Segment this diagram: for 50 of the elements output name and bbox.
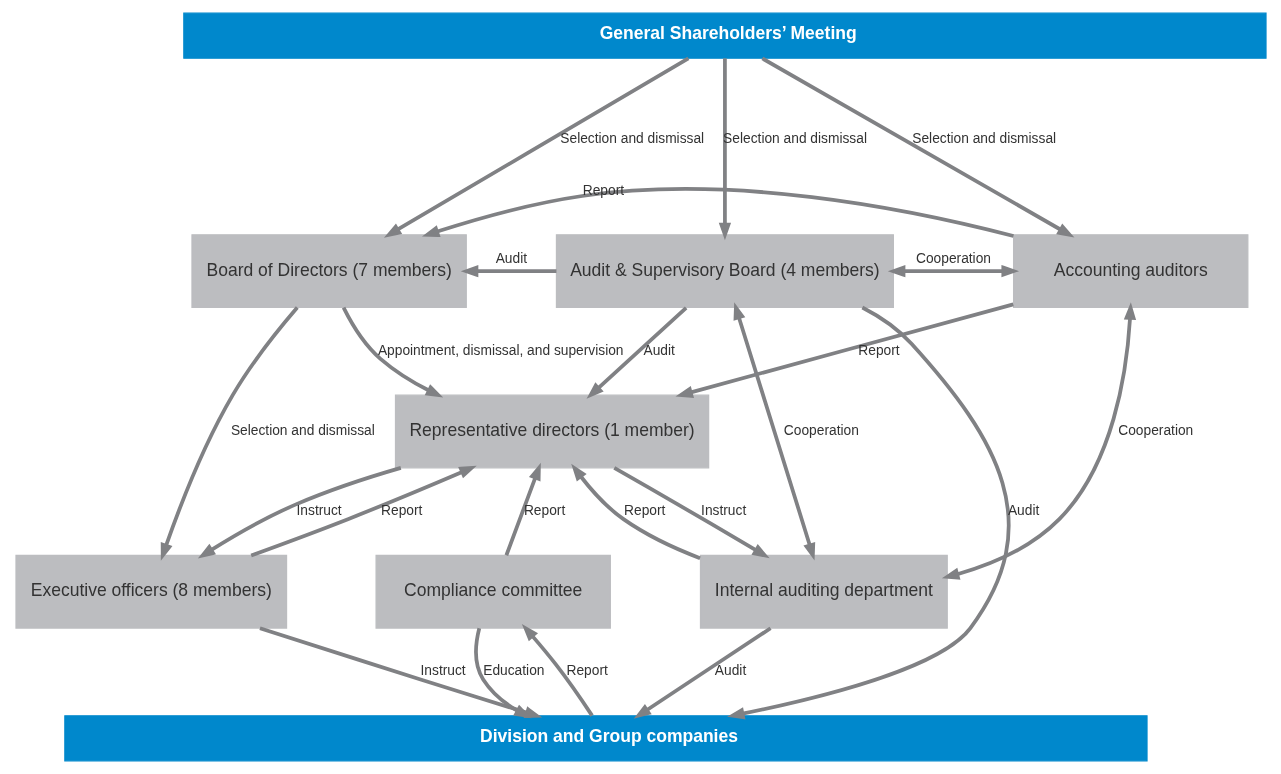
arrow — [197, 466, 401, 559]
node-box: Executive officers (8 members) — [14, 554, 287, 629]
arrow — [733, 302, 815, 561]
edge-label: Instruct — [700, 503, 746, 519]
arrow — [760, 56, 1074, 238]
edge-label: Audit — [642, 342, 675, 358]
arrow — [718, 58, 731, 241]
arrow — [258, 626, 542, 719]
arrow — [160, 306, 299, 561]
edge-label: Report — [623, 503, 665, 519]
arrow — [521, 624, 594, 717]
arrow — [887, 265, 1019, 278]
edge-label: Selection and dismissal — [230, 422, 375, 438]
arrow — [570, 463, 701, 560]
arrow — [460, 265, 556, 278]
node-box: Board of Directors (7 members) — [190, 234, 467, 309]
arrow — [726, 305, 1010, 720]
edge-label: Audit — [714, 663, 746, 679]
edge-label: Instruct — [420, 663, 466, 679]
arrow — [250, 465, 477, 558]
arrow — [473, 627, 532, 719]
edge-label: Selection and dismissal — [911, 131, 1056, 147]
node-box: General Shareholders’ Meeting — [182, 12, 1267, 59]
edge-label: Report — [523, 503, 565, 519]
arrow — [586, 306, 687, 399]
arrow — [504, 462, 541, 556]
edge-label: Instruct — [296, 503, 342, 519]
node-box: Internal auditing department — [699, 554, 948, 629]
edge-label: Appointment, dismissal, and supervision — [377, 342, 624, 358]
node-box: Division and Group companies — [63, 715, 1148, 762]
arrow — [674, 302, 1014, 398]
arrow — [633, 626, 772, 719]
arrow — [941, 302, 1136, 580]
node-box: Audit & Supervisory Board (4 members) — [555, 234, 894, 309]
arrow — [612, 466, 770, 559]
node-box: Accounting auditors — [1012, 234, 1248, 309]
edge-label: Cooperation — [915, 251, 991, 267]
edge-label: Audit — [495, 251, 527, 267]
edge-label: Cooperation — [1117, 422, 1193, 438]
node-box: Representative directors (1 member) — [394, 394, 709, 469]
edge-label: Report — [380, 503, 422, 519]
edge-label: Education — [482, 663, 544, 679]
node-box: Compliance committee — [374, 554, 611, 629]
edge-label: Report — [565, 663, 608, 679]
arrow — [421, 187, 1014, 238]
edge-label: Selection and dismissal — [559, 131, 704, 147]
edge-label: Report — [857, 342, 900, 358]
arrow — [341, 306, 443, 398]
arrow — [383, 56, 689, 238]
edge-label: Cooperation — [783, 422, 859, 438]
